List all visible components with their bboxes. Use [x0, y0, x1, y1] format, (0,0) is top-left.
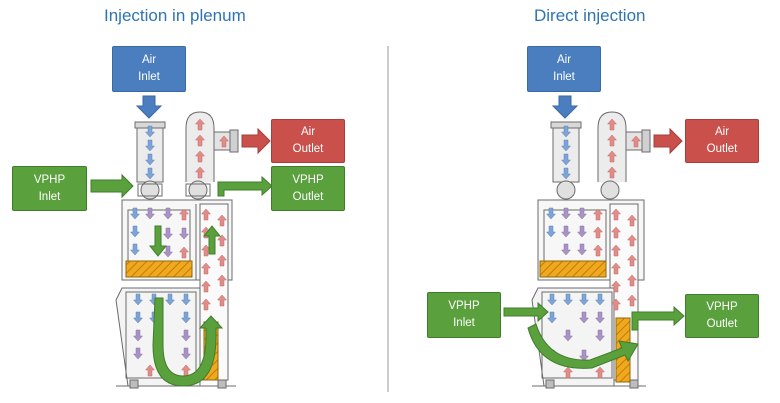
right-vphp-outlet-arrow	[631, 305, 685, 331]
right-title: Direct injection	[534, 6, 646, 25]
right-air-inlet-box: Air Inlet	[527, 46, 601, 92]
right-air-inlet-arrow	[551, 95, 579, 119]
left-vphp-inlet-box: VPHP Inlet	[12, 166, 87, 211]
right-vphp-curve-arrow	[527, 323, 639, 369]
left-vphp-up-arrow	[202, 225, 222, 255]
left-air-outlet-box: Air Outlet	[271, 119, 345, 163]
right-vphp-inlet-box: VPHP Inlet	[427, 292, 501, 338]
left-vphp-outlet-box: VPHP Outlet	[271, 166, 345, 211]
left-vphp-down-arrow	[148, 225, 168, 257]
left-air-inlet-box: Air Inlet	[112, 46, 186, 92]
right-vphp-inlet-arrow	[503, 301, 549, 323]
left-filter-top	[125, 260, 193, 278]
left-air-outlet-arrow	[241, 127, 271, 155]
left-title: Injection in plenum	[104, 6, 246, 25]
right-vphp-outlet-box: VPHP Outlet	[685, 294, 759, 338]
left-vphp-inlet-arrow	[90, 173, 134, 199]
right-air-outlet-box: Air Outlet	[685, 119, 759, 163]
right-vphp-arrows	[503, 301, 685, 369]
left-vphp-u-arrow	[152, 297, 224, 387]
left-vphp-arrows	[90, 173, 273, 387]
right-filter-top	[539, 260, 607, 278]
right-air-outlet-arrow	[653, 127, 683, 155]
left-air-inlet-arrow	[135, 95, 163, 119]
left-vphp-outlet-arrow	[217, 175, 273, 197]
